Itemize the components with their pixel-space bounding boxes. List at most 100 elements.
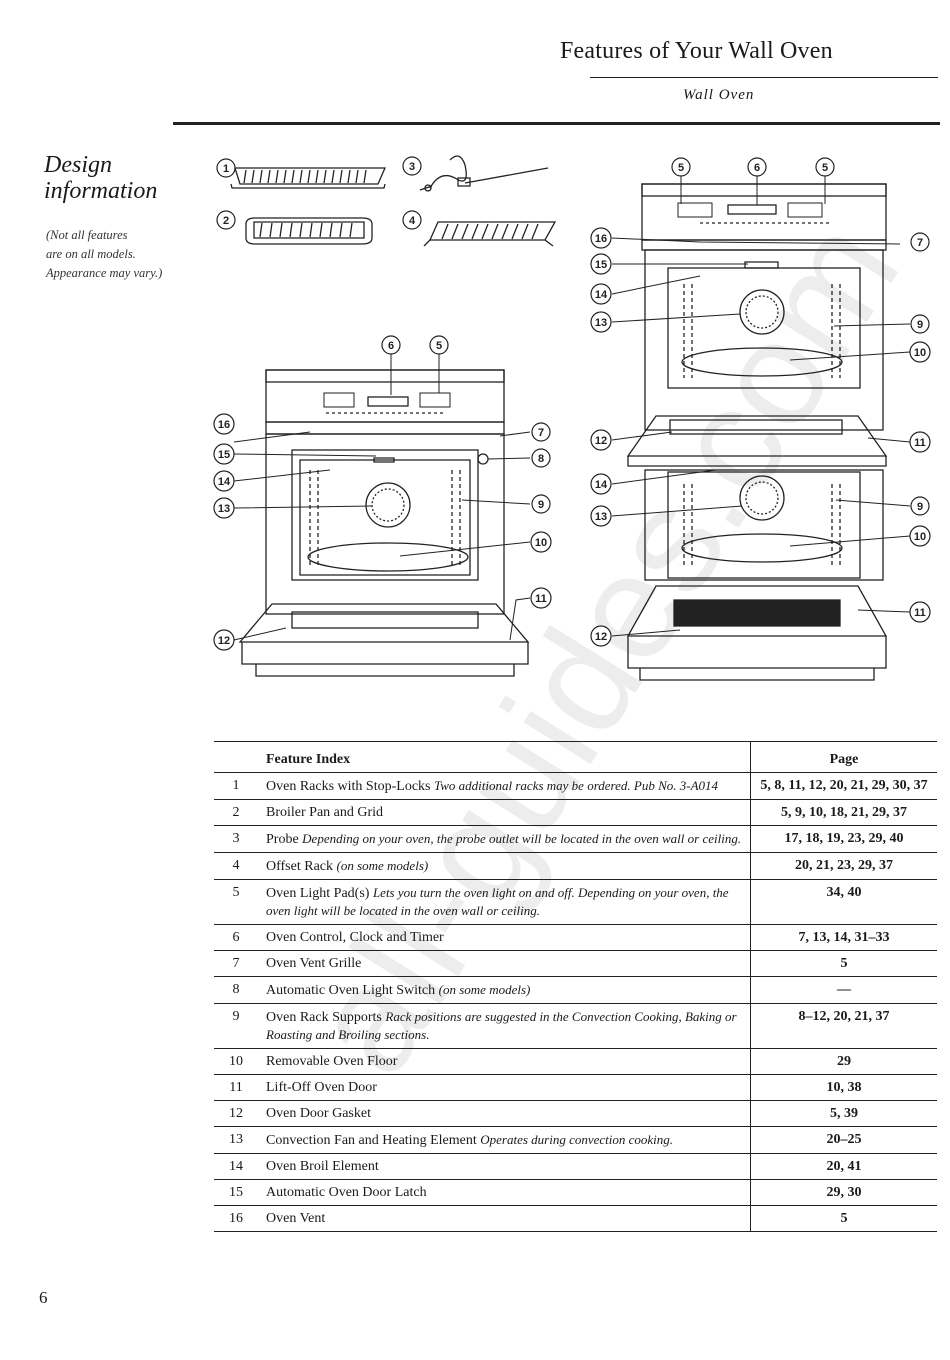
callout-8-single: 8	[531, 448, 551, 468]
feature-name: Oven Vent Grille	[266, 956, 362, 971]
callout-12-double-upper: 12	[590, 429, 612, 451]
section-title: Design information	[44, 152, 194, 204]
header-divider	[590, 77, 938, 78]
callout-7-double: 7	[910, 232, 930, 252]
feature-pages: 20–25	[750, 1126, 937, 1154]
feature-number: 3	[214, 825, 262, 853]
svg-text:5: 5	[678, 162, 684, 174]
svg-text:11: 11	[535, 593, 547, 605]
feature-name: Broiler Pan and Grid	[266, 805, 384, 820]
feature-name: Oven Racks with Stop-Locks	[266, 779, 431, 794]
feature-pages: 17, 18, 19, 23, 29, 40	[750, 825, 937, 853]
callout-12-single: 12	[213, 629, 235, 651]
callout-14-single: 14	[213, 470, 235, 492]
svg-text:12: 12	[218, 635, 230, 647]
feature-pages: 5	[750, 1205, 937, 1232]
svg-text:14: 14	[595, 479, 608, 491]
feature-cell: Oven Control, Clock and Timer	[262, 924, 751, 951]
feature-pages: 10, 38	[750, 1074, 937, 1101]
svg-text:10: 10	[914, 347, 926, 359]
feature-note: (on some models)	[336, 858, 429, 873]
page-title: Features of Your Wall Oven	[560, 38, 833, 64]
feature-number: 13	[214, 1126, 262, 1154]
svg-text:9: 9	[917, 501, 923, 513]
feature-note: Two additional racks may be ordered. Pub…	[433, 778, 719, 793]
svg-text:10: 10	[535, 537, 547, 549]
feature-cell: Oven Vent	[262, 1205, 751, 1232]
svg-text:4: 4	[409, 215, 416, 227]
svg-text:7: 7	[538, 427, 544, 439]
feature-name: Oven Broil Element	[266, 1159, 379, 1174]
callout-13-single: 13	[213, 497, 235, 519]
callout-15-double: 15	[590, 253, 612, 275]
page-number: 6	[39, 1288, 48, 1307]
feature-name: Offset Rack	[266, 859, 333, 874]
feature-name: Convection Fan and Heating Element	[266, 1133, 477, 1148]
callout-6-double: 6	[747, 157, 767, 177]
svg-text:13: 13	[218, 503, 230, 515]
header-page: Page	[750, 741, 937, 773]
callout-7-single: 7	[531, 422, 551, 442]
callout-3: 3	[402, 156, 422, 176]
feature-pages: 7, 13, 14, 31–33	[750, 924, 937, 951]
feature-pages: 5, 39	[750, 1100, 937, 1127]
callout-13-double-upper: 13	[590, 311, 612, 333]
svg-text:7: 7	[917, 237, 923, 249]
offset-rack-accessory	[423, 221, 557, 247]
feature-number: 2	[214, 799, 262, 826]
feature-number: 4	[214, 852, 262, 880]
callout-1: 1	[216, 158, 236, 178]
feature-pages: 29	[750, 1048, 937, 1075]
feature-number: 6	[214, 924, 262, 951]
callout-11-double-lower: 11	[909, 601, 931, 623]
feature-note: Lets you turn the oven light on and off.…	[266, 885, 729, 918]
probe-accessory	[419, 155, 549, 192]
callout-10-double-upper: 10	[909, 341, 931, 363]
callout-5-single: 5	[429, 335, 449, 355]
svg-text:11: 11	[914, 607, 926, 619]
feature-name: Oven Control, Clock and Timer	[266, 930, 444, 945]
feature-pages: 5	[750, 950, 937, 977]
feature-note: (on some models)	[438, 982, 531, 997]
feature-name: Lift-Off Oven Door	[266, 1080, 377, 1095]
feature-pages: 34, 40	[750, 879, 937, 925]
table-row: 7 Oven Vent Grille 5	[214, 950, 937, 977]
feature-name: Oven Vent	[266, 1211, 326, 1226]
feature-cell: Automatic Oven Light Switch (on some mod…	[262, 976, 751, 1004]
svg-text:2: 2	[223, 215, 229, 227]
svg-text:6: 6	[388, 340, 394, 352]
feature-cell: Oven Broil Element	[262, 1153, 751, 1180]
callout-5-double-right: 5	[815, 157, 835, 177]
feature-name: Removable Oven Floor	[266, 1054, 398, 1069]
feature-number: 7	[214, 950, 262, 977]
section-divider	[173, 122, 940, 125]
header-feature: Feature Index	[262, 741, 751, 773]
svg-text:14: 14	[595, 289, 608, 301]
feature-number: 1	[214, 772, 262, 800]
feature-pages: 5, 9, 10, 18, 21, 29, 37	[750, 799, 937, 826]
feature-cell: Lift-Off Oven Door	[262, 1074, 751, 1101]
svg-text:5: 5	[436, 340, 442, 352]
oven-illustrations: 1 2 3 4 6 5 16 15 14 13 12 7 8 9 10 11 5…	[213, 155, 931, 681]
feature-number: 9	[214, 1003, 262, 1049]
feature-number: 8	[214, 976, 262, 1004]
callout-14-double-upper: 14	[590, 283, 612, 305]
callout-9-double-lower: 9	[910, 496, 930, 516]
table-row: 6 Oven Control, Clock and Timer 7, 13, 14,…	[214, 924, 937, 951]
callout-9-double-upper: 9	[910, 314, 930, 334]
feature-cell: Oven Racks with Stop-Locks Two additiona…	[262, 772, 751, 800]
page-subtitle: Wall Oven	[683, 87, 755, 103]
callout-16-single: 16	[213, 413, 235, 435]
svg-text:9: 9	[538, 499, 544, 511]
feature-number: 15	[214, 1179, 262, 1206]
single-wall-oven	[238, 369, 530, 677]
svg-text:5: 5	[822, 162, 828, 174]
oven-rack-accessory	[230, 167, 386, 189]
